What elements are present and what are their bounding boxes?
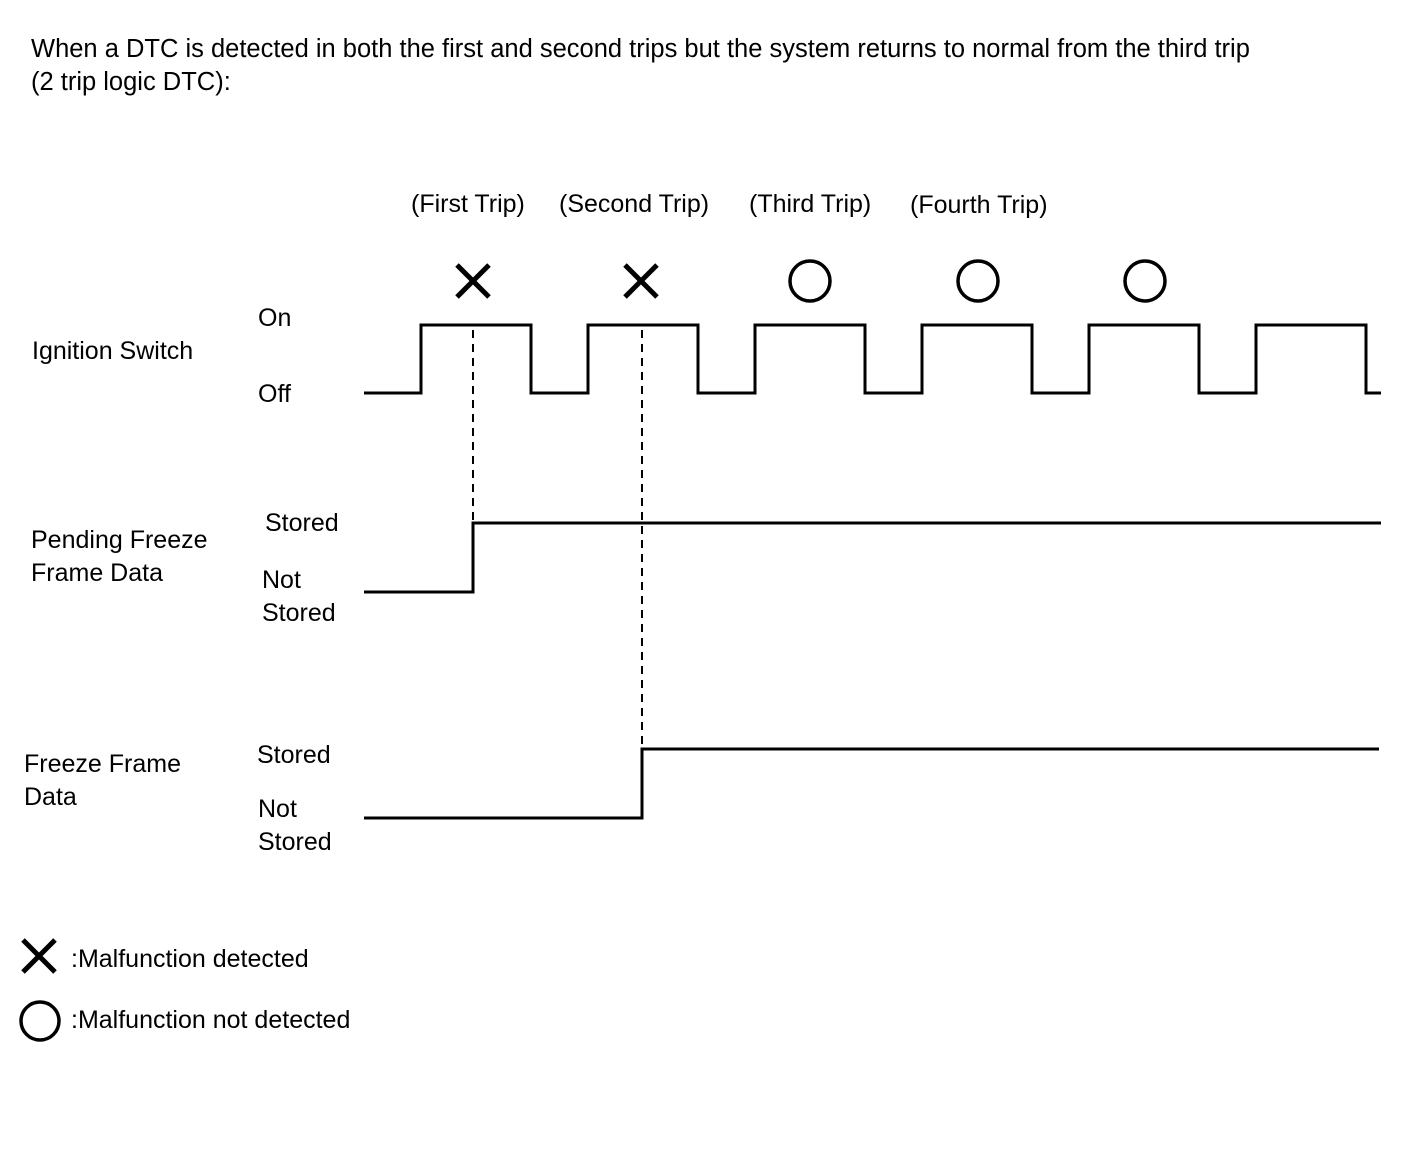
- pending-not-stored-label-line-2: Stored: [262, 599, 336, 627]
- ignition-switch-label: Ignition Switch: [32, 337, 193, 365]
- trip-label-second: (Second Trip): [559, 190, 709, 218]
- cross-icon: [623, 263, 659, 299]
- ignition-on-label: On: [258, 304, 291, 332]
- trip-label-third: (Third Trip): [749, 190, 871, 218]
- freeze-stored-label: Stored: [257, 741, 331, 769]
- trip-label-first: (First Trip): [411, 190, 525, 218]
- pending-not-stored-label-line-1: Not: [262, 566, 301, 594]
- ignition-switch-waveform: [364, 323, 1381, 395]
- legend-detected-label: :Malfunction detected: [71, 945, 309, 973]
- legend-detected: :Malfunction detected: [21, 938, 309, 974]
- pending-freeze-frame-label-line-2: Frame Data: [31, 559, 163, 587]
- pending-stored-label: Stored: [265, 509, 339, 537]
- legend-not-detected-label: :Malfunction not detected: [71, 1006, 350, 1034]
- freeze-frame-label-line-1: Freeze Frame: [24, 750, 181, 778]
- pending-freeze-frame-label-line-1: Pending Freeze: [31, 526, 208, 554]
- circle-icon: [19, 1000, 61, 1042]
- circle-icon: [788, 259, 832, 303]
- freeze-frame-waveform: [364, 747, 1379, 820]
- legend-not-detected: :Malfunction not detected: [19, 1000, 350, 1042]
- freeze-frame-label-line-2: Data: [24, 783, 77, 811]
- cross-icon: [455, 263, 491, 299]
- circle-icon: [1123, 259, 1167, 303]
- freeze-not-stored-label-line-2: Stored: [258, 828, 332, 856]
- freeze-not-stored-label-line-1: Not: [258, 795, 297, 823]
- diagram-title-line-2: (2 trip logic DTC):: [31, 68, 231, 96]
- diagram-title-line-1: When a DTC is detected in both the first…: [31, 35, 1250, 63]
- ignition-off-label: Off: [258, 380, 291, 408]
- cross-icon: [21, 938, 57, 974]
- pending-freeze-frame-waveform: [364, 521, 1381, 594]
- circle-icon: [956, 259, 1000, 303]
- trip-result-markers: [455, 259, 1167, 303]
- trip-label-fourth: (Fourth Trip): [910, 191, 1048, 219]
